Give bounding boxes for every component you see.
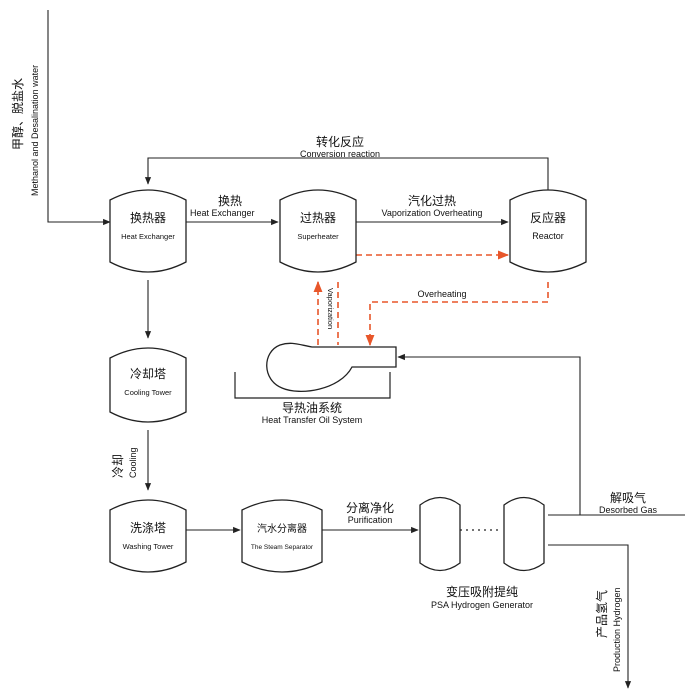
heat-exchange-en: Heat Exchanger: [190, 208, 255, 218]
washing-tower-en: Washing Tower: [123, 542, 174, 551]
steam-separator-cn: 汽水分离器: [257, 522, 307, 535]
desorbed-gas-cn: 解吸气: [610, 490, 646, 505]
feed-label-en: Methanol and Desalination water: [30, 65, 40, 196]
superheater-cn: 过热器: [300, 211, 336, 225]
purification-cn: 分离净化: [346, 500, 394, 515]
feed-label-cn: 甲醇、脱盐水: [10, 78, 25, 150]
psa-en: PSA Hydrogen Generator: [431, 600, 533, 610]
cooling-tower-cn: 冷却塔: [130, 367, 166, 381]
superheater-en: Superheater: [297, 232, 339, 241]
production-hydrogen-cn: 产品氢气: [594, 590, 609, 638]
vaporization-overheating-en: Vaporization Overheating: [382, 208, 483, 218]
cooling-label-cn: 冷却: [111, 454, 125, 478]
conversion-label-en: Conversion reaction: [300, 149, 380, 159]
steam-separator-en: The Steam Separator: [251, 544, 314, 551]
overheating-label: Overheating: [417, 289, 466, 299]
pump-body: [266, 342, 397, 392]
heat-exchanger-vessel[interactable]: 换热器 Heat Exchanger: [109, 189, 187, 273]
washing-tower-vessel[interactable]: 洗涤塔 Washing Tower: [109, 499, 187, 573]
cooling-tower-en: Cooling Tower: [124, 388, 172, 397]
heat-transfer-oil-cn: 导热油系统: [282, 401, 342, 415]
conversion-return-line: [144, 157, 549, 192]
heat-transfer-oil-pump[interactable]: [234, 342, 397, 399]
vaporization-overheating-cn: 汽化过热: [408, 193, 456, 208]
product-hydrogen-line: [548, 544, 632, 689]
conversion-label-cn: 转化反应: [316, 134, 364, 149]
psa-column-right[interactable]: [503, 496, 545, 572]
heat-exchanger-cn: 换热器: [130, 211, 166, 225]
feed-line: [47, 10, 111, 226]
heat-exchanger-en: Heat Exchanger: [121, 232, 175, 241]
cooling-tower-vessel[interactable]: 冷却塔 Cooling Tower: [109, 347, 187, 423]
pump-base: [234, 372, 391, 399]
overheating-oil-line: [365, 282, 549, 347]
reactor-cn: 反应器: [530, 210, 566, 225]
washing-tower-cn: 洗涤塔: [130, 521, 166, 535]
desorbed-gas-en: Desorbed Gas: [599, 505, 658, 515]
reactor-vessel[interactable]: 反应器 Reactor: [509, 189, 587, 273]
purification-en: Purification: [348, 515, 393, 525]
vaporization-label: Vaporization: [326, 288, 335, 329]
heat-exchange-cn: 换热: [218, 194, 242, 208]
steam-separator-vessel[interactable]: 汽水分离器 The Steam Separator: [241, 499, 323, 573]
production-hydrogen-en: Production Hydrogen: [612, 587, 622, 672]
heat-transfer-oil-en: Heat Transfer Oil System: [262, 415, 363, 425]
cooling-label-en: Cooling: [128, 447, 138, 478]
desorbed-return-line: [397, 353, 581, 515]
psa-column-left[interactable]: [419, 496, 461, 572]
psa-cn: 变压吸附提纯: [446, 584, 518, 599]
reactor-en: Reactor: [532, 231, 564, 241]
superheater-vessel[interactable]: 过热器 Superheater: [279, 189, 357, 273]
